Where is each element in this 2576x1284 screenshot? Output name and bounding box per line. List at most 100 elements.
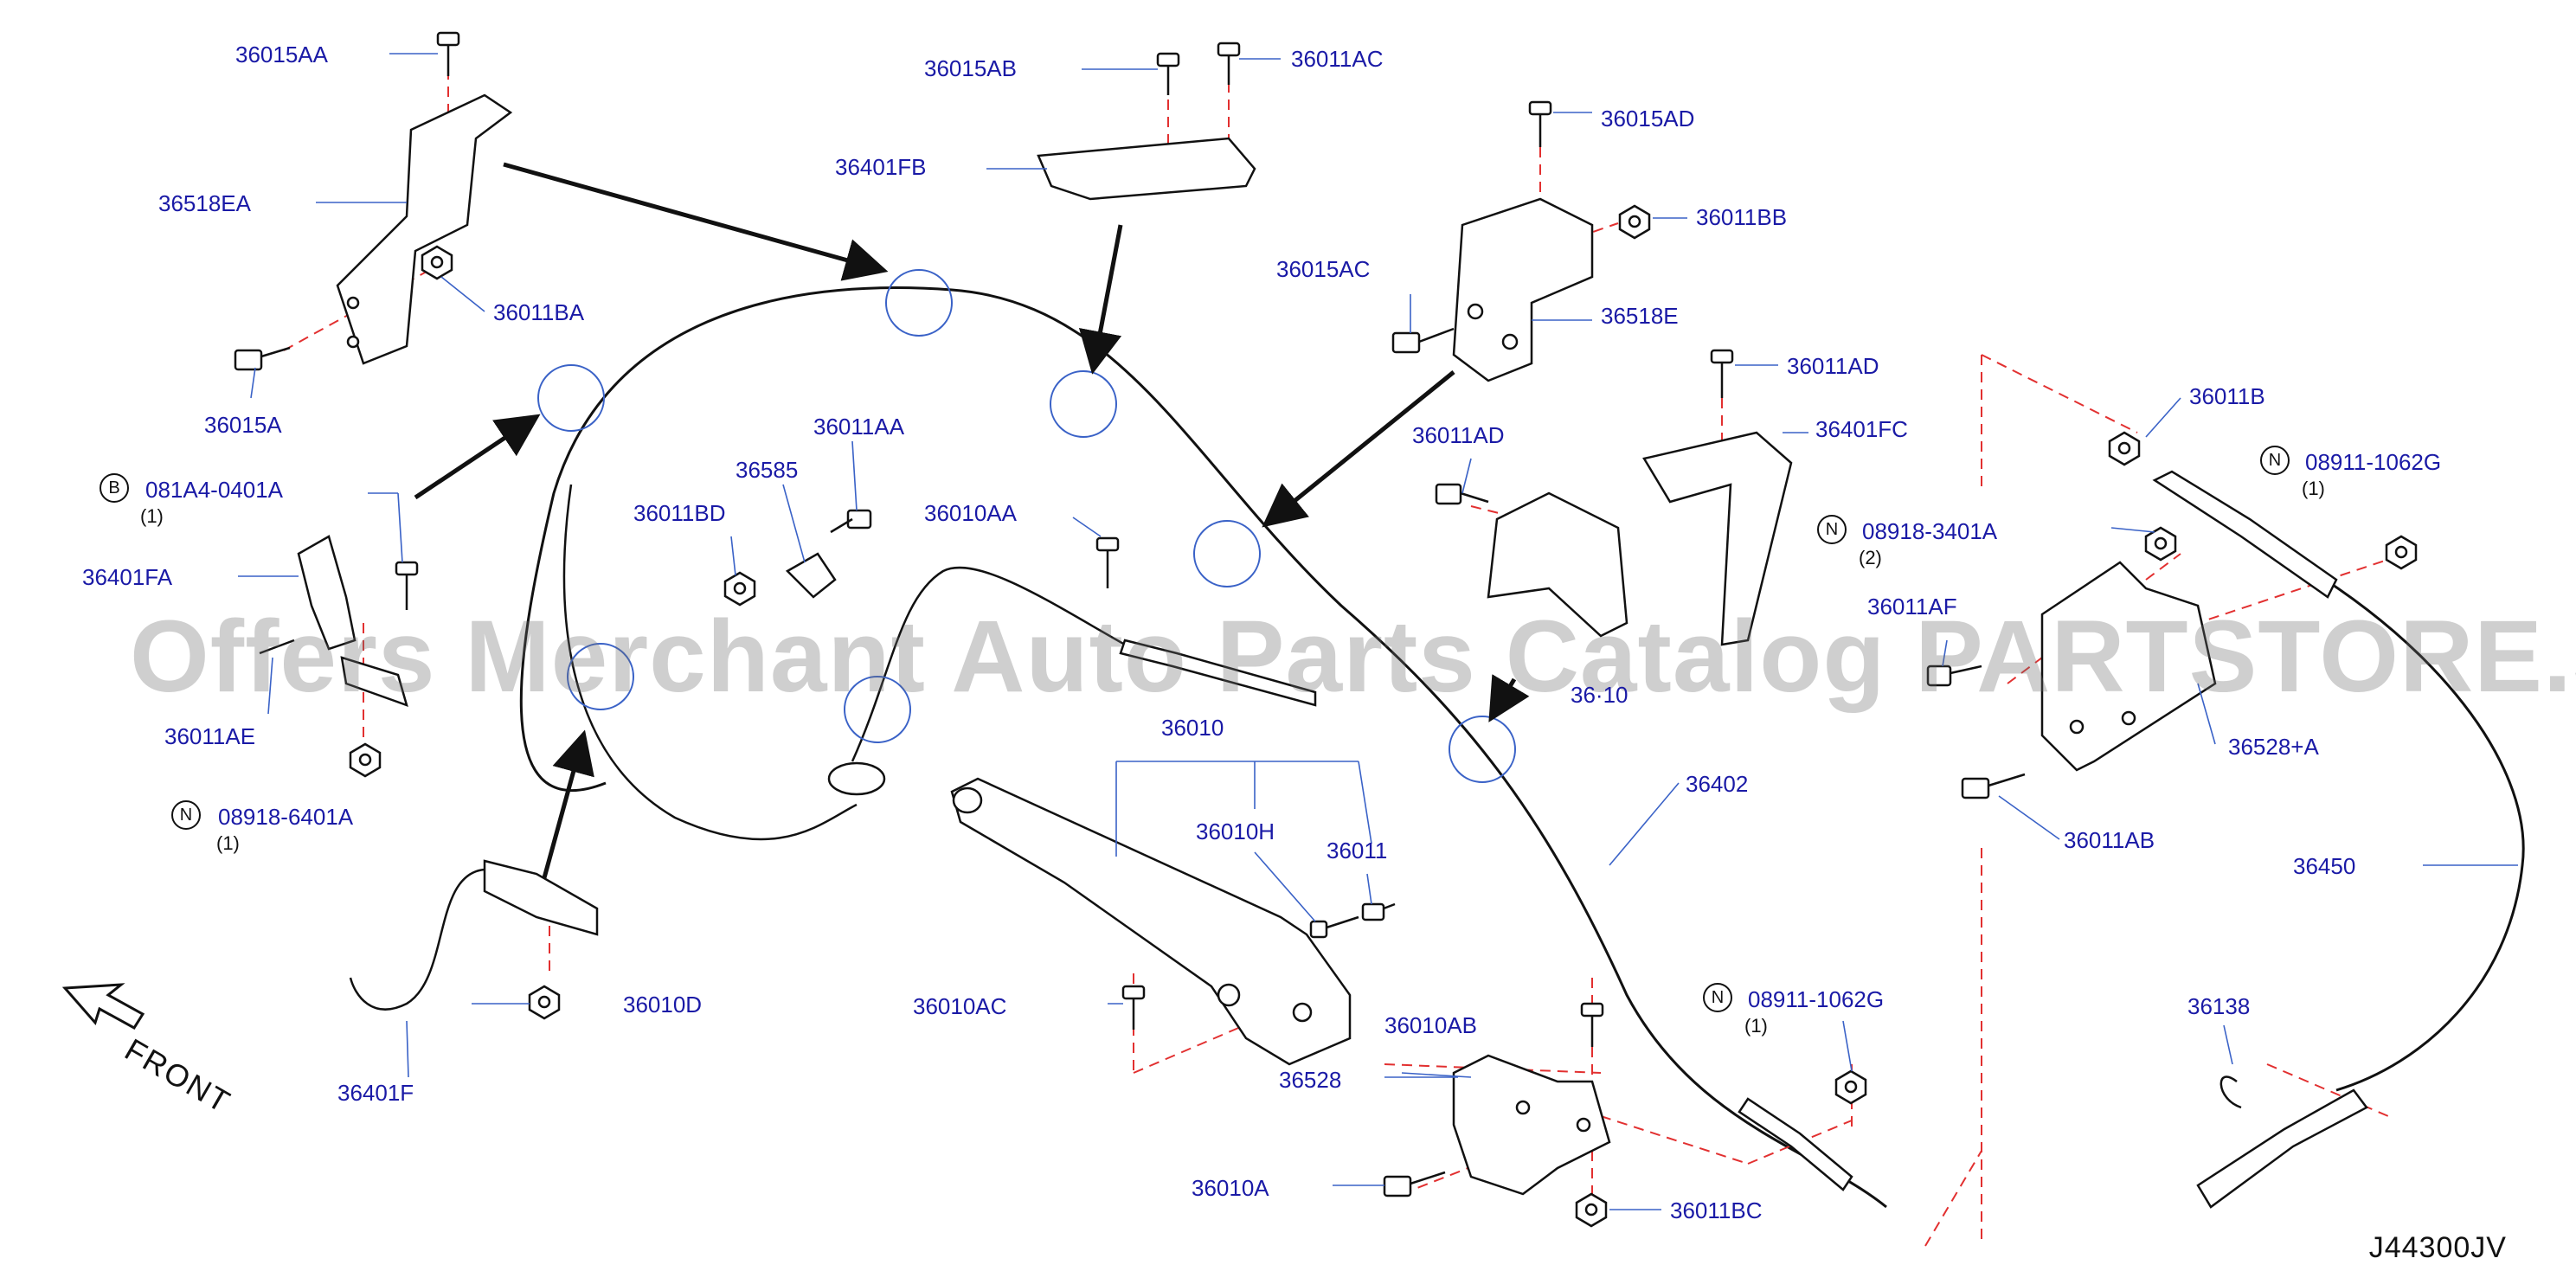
part-label[interactable]: 36585 (736, 457, 799, 483)
watermark: Offers Merchant Auto Parts Catalog PARTS… (130, 600, 2576, 714)
part-label[interactable]: 36011 (1327, 838, 1388, 863)
part-label[interactable]: 36011AD (1412, 422, 1505, 448)
special-part-qty: (1) (1744, 1015, 1768, 1037)
bolt-36015AC (1391, 327, 1455, 354)
diagram-code: J44300JV (2368, 1231, 2507, 1264)
part-label[interactable]: 36010 (1161, 715, 1224, 741)
part-label[interactable]: 36010D (623, 992, 703, 1018)
part-label[interactable]: 36015AC (1276, 256, 1371, 282)
bolt-36010A (1383, 1171, 1446, 1197)
nut-08911-1062G-lower (1834, 1069, 1867, 1105)
part-label[interactable]: 36010A (1192, 1175, 1269, 1201)
part-label[interactable]: 36011BD (633, 500, 726, 526)
part-label[interactable]: 36401F (337, 1080, 414, 1106)
part-label[interactable]: 36011BB (1696, 204, 1788, 230)
rear-cable-36450 (2249, 535, 2525, 1092)
bolt-36010AC (1121, 985, 1146, 1030)
bolt-36010AB (1580, 1002, 1604, 1047)
special-part-number[interactable]: 081A4-0401A (145, 477, 284, 503)
bolt-36015AA (436, 31, 460, 76)
nut-rear-bracket (2144, 526, 2177, 562)
nut-36011BA (421, 245, 453, 280)
callout-circles (537, 269, 1516, 783)
clip-36138 (2219, 1075, 2242, 1109)
part-label[interactable]: 36518E (1601, 303, 1679, 329)
inner-cable (562, 484, 1126, 841)
part-label[interactable]: 36010AB (1384, 1012, 1477, 1038)
part-label[interactable]: 36450 (2293, 853, 2356, 879)
nut-36011BB (1618, 204, 1651, 240)
part-label[interactable]: 36011AA (813, 414, 905, 440)
nut-36010D (528, 985, 561, 1020)
part-label[interactable]: 36010AC (913, 993, 1007, 1019)
bolt-36015AB (1156, 52, 1180, 95)
screw-36011AE (259, 639, 295, 655)
part-label[interactable]: 36011AF (1867, 594, 1957, 620)
lever-36010 (950, 777, 1352, 1066)
bracket-36528-A (2040, 561, 2217, 772)
bolt-36011AD-lower (1435, 483, 1489, 505)
part-label[interactable]: 36015A (204, 412, 282, 438)
special-part-number[interactable]: 08911-1062G (2305, 449, 2442, 475)
part-label[interactable]: 36015AB (924, 55, 1017, 81)
nut-36011B (2108, 431, 2141, 466)
part-label[interactable]: 36010AA (924, 500, 1017, 526)
nut-08918-6401A (349, 742, 382, 778)
screw-36010H (1309, 915, 1359, 939)
clip-36401FA (297, 535, 357, 651)
leader-lines (238, 53, 2518, 1210)
part-label[interactable]: 36138 (2187, 993, 2251, 1019)
special-part-number[interactable]: 08918-3401A (1862, 518, 1998, 544)
part-label[interactable]: 36011AB (2064, 827, 2155, 853)
front-cable-36402 (519, 286, 1887, 1209)
bolt-36011AF (1926, 664, 1982, 687)
special-part-qty: (1) (2302, 478, 2325, 499)
special-part-qty: (1) (216, 832, 240, 854)
bolt-081A4-0401A (395, 561, 419, 610)
part-label[interactable]: 36401FA (82, 564, 173, 590)
bolt-36011AD-upper (1710, 349, 1734, 398)
bolt-36011AC (1217, 42, 1241, 85)
bracket-36518E (1452, 197, 1594, 382)
part-label[interactable]: 36528+A (2228, 734, 2319, 760)
part-label[interactable]: 36011AC (1291, 46, 1384, 72)
part-label[interactable]: 36518EA (158, 190, 251, 216)
part-label[interactable]: 36015AD (1601, 106, 1695, 132)
special-part-number[interactable]: 08918-6401A (218, 804, 354, 830)
badge-icon: N (1817, 515, 1847, 544)
cable-bracket-center (1487, 491, 1628, 638)
bolt-36011AA (830, 509, 872, 534)
part-label[interactable]: 36011B (2189, 383, 2265, 409)
special-part-qty: (1) (140, 505, 164, 527)
bracket-36528 (1452, 1054, 1611, 1196)
badge-icon: N (2260, 446, 2290, 475)
part-label[interactable]: 36401FC (1815, 416, 1908, 442)
part-label[interactable]: 36401FB (835, 154, 927, 180)
clamp-36585 (785, 552, 837, 599)
parts (234, 31, 2418, 1228)
part-label[interactable]: 36011BA (493, 299, 585, 325)
part-label[interactable]: 36011BC (1670, 1197, 1763, 1223)
part-label[interactable]: 36528 (1279, 1067, 1342, 1093)
part-label[interactable]: 36402 (1686, 771, 1749, 797)
nut-36011BD (723, 571, 756, 607)
bolt-36011AB (1961, 773, 2026, 799)
bolt-36015A (234, 346, 291, 371)
nut-36011 (1361, 902, 1396, 921)
bracket-36518EA (336, 93, 513, 365)
part-label[interactable]: 36010H (1196, 819, 1275, 844)
special-part-qty: (2) (1859, 547, 1882, 568)
badge-icon: N (171, 800, 201, 830)
special-part-number[interactable]: 08911-1062G (1748, 986, 1885, 1012)
badge-icon: B (100, 473, 129, 503)
bolt-36015AD (1528, 100, 1552, 147)
badge-icon: N (1703, 983, 1732, 1012)
nut-36011BC (1575, 1192, 1608, 1228)
part-label[interactable]: 36011AE (164, 723, 256, 749)
part-label[interactable]: 36011AD (1787, 353, 1879, 379)
nut-08911-1062G-upper (2385, 535, 2418, 570)
callout-arrows (414, 162, 1530, 901)
part-label[interactable]: 36·10 (1571, 682, 1628, 708)
part-label[interactable]: 36015AA (235, 42, 328, 67)
